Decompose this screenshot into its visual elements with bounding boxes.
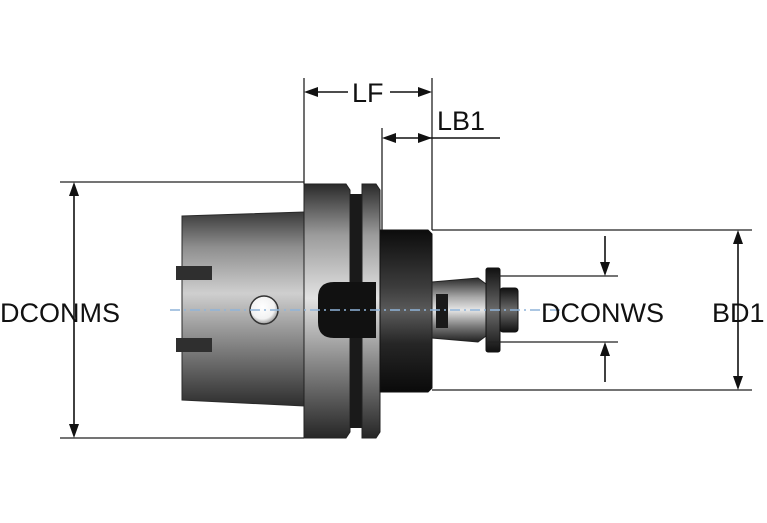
label-lb1: LB1 — [437, 106, 485, 136]
dim-dconws — [488, 236, 618, 382]
label-bd1: BD1 — [712, 298, 765, 328]
label-lf: LF — [352, 78, 384, 108]
dim-lf — [303, 78, 433, 230]
dim-lb1 — [381, 128, 500, 230]
taper-shank — [181, 211, 305, 407]
label-dconws: DCONWS — [541, 298, 664, 328]
dim-bd1 — [432, 229, 752, 391]
dim-dconms — [60, 181, 304, 439]
body-bd1 — [379, 229, 433, 393]
shank-slot-upper — [176, 266, 212, 280]
drive-key — [318, 282, 376, 338]
spigot-key — [436, 294, 448, 328]
tool-holder — [176, 183, 519, 439]
label-dconms: DCONMS — [0, 298, 120, 328]
shank-slot-lower — [176, 338, 212, 352]
